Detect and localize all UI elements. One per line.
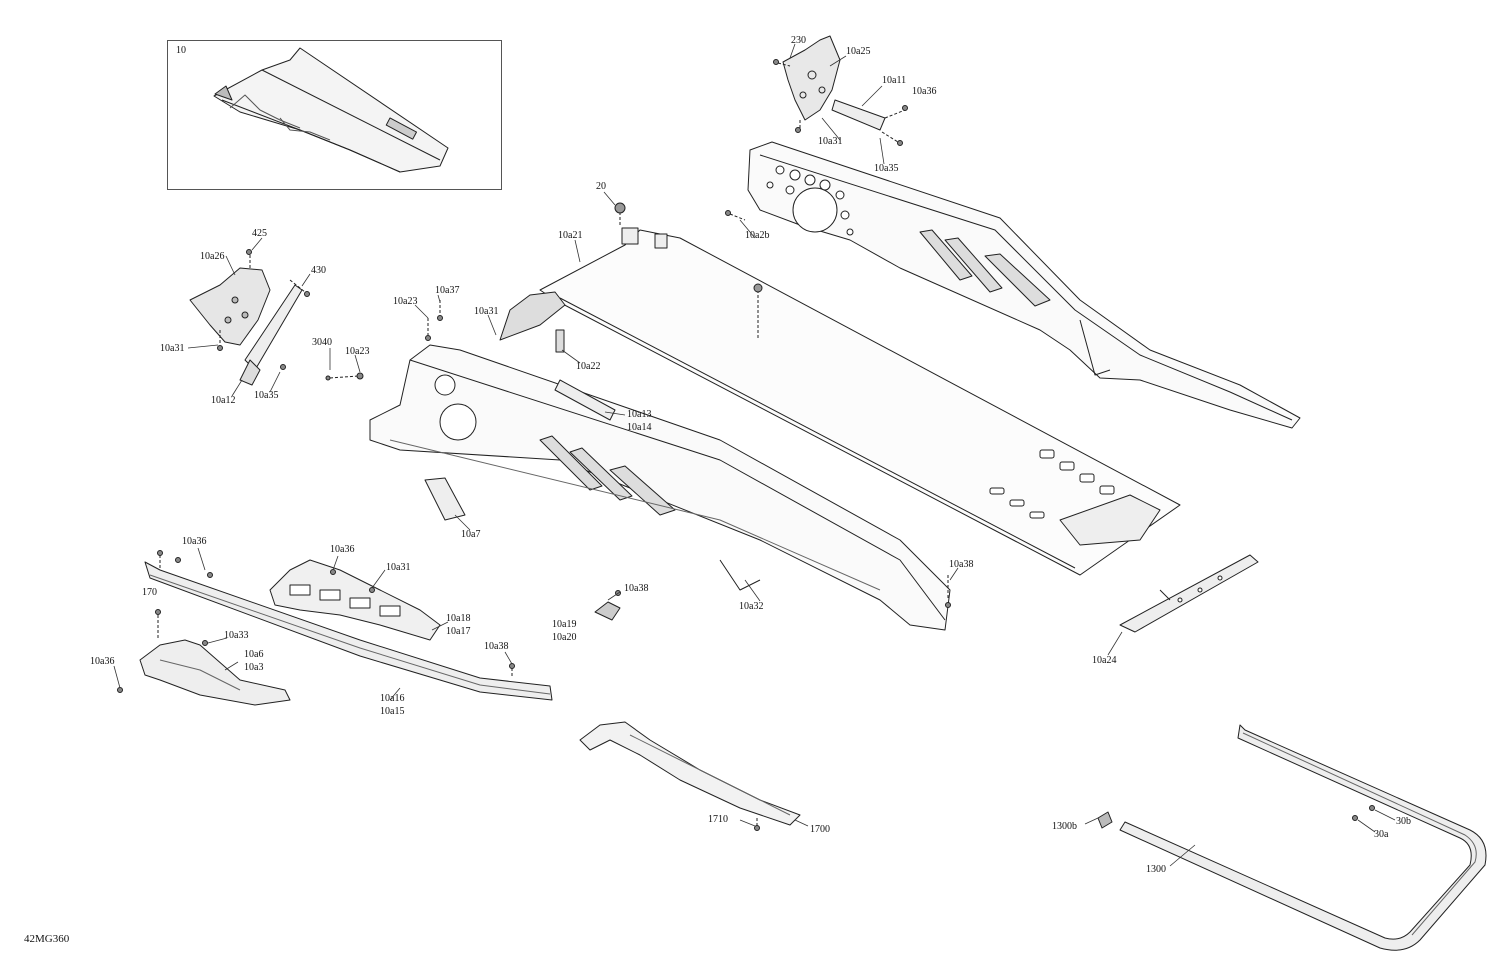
callout-10a32: 10a32 bbox=[739, 601, 764, 612]
top-right-bracket-assembly bbox=[773, 35, 908, 146]
right-side-panel bbox=[725, 141, 1301, 429]
small-bracket bbox=[594, 590, 621, 621]
callout-10a37: 10a37 bbox=[435, 285, 460, 296]
callout-10a19: 10a19 bbox=[552, 619, 577, 630]
callout-10a2b: 10a2b bbox=[745, 230, 770, 241]
diagram-reference-id: 42MG360 bbox=[24, 933, 70, 945]
callout-10a13: 10a13 bbox=[627, 409, 652, 420]
callout-10a35-left: 10a35 bbox=[254, 390, 279, 401]
callout-10a26: 10a26 bbox=[200, 251, 225, 262]
callout-10a24: 10a24 bbox=[1092, 655, 1117, 666]
callout-10a36-top: 10a36 bbox=[912, 86, 937, 97]
callout-10a11: 10a11 bbox=[882, 75, 907, 86]
callout-1300: 1300 bbox=[1146, 864, 1166, 875]
callout-10a36-low: 10a36 bbox=[182, 536, 207, 547]
callout-10a16-10a15: 10a16 10a15 bbox=[380, 692, 404, 718]
callout-20: 20 bbox=[596, 181, 606, 192]
callout-10a23-b: 10a23 bbox=[345, 346, 370, 357]
callout-10a17: 10a17 bbox=[446, 626, 471, 637]
callout-10a12: 10a12 bbox=[211, 395, 236, 406]
callout-1710: 1710 bbox=[708, 814, 728, 825]
left-rear-bracket bbox=[189, 249, 310, 386]
callout-10a16: 10a16 bbox=[380, 693, 405, 704]
callout-1300b: 1300b bbox=[1052, 821, 1077, 832]
leader-lines bbox=[113, 43, 1396, 867]
callout-10a7: 10a7 bbox=[461, 529, 481, 540]
callout-10a14: 10a14 bbox=[627, 422, 652, 433]
inset-tunnel-illustration bbox=[213, 47, 449, 173]
callout-10a36-far: 10a36 bbox=[90, 656, 115, 667]
callout-10a6: 10a6 bbox=[244, 649, 264, 660]
callout-10a15: 10a15 bbox=[380, 706, 405, 717]
inset-label: 10 bbox=[176, 45, 186, 56]
callout-10a25: 10a25 bbox=[846, 46, 871, 57]
callout-10a6-10a3: 10a6 10a3 bbox=[244, 648, 263, 674]
lower-front-bracket bbox=[117, 609, 291, 706]
callout-430: 430 bbox=[311, 265, 326, 276]
callout-425: 425 bbox=[252, 228, 267, 239]
callout-10a38-c: 10a38 bbox=[949, 559, 974, 570]
callout-10a38-a: 10a38 bbox=[484, 641, 509, 652]
callout-230: 230 bbox=[791, 35, 806, 46]
running-board bbox=[579, 721, 801, 831]
callout-30b: 30b bbox=[1396, 816, 1411, 827]
left-side-panel bbox=[369, 344, 951, 631]
callout-10a18: 10a18 bbox=[446, 613, 471, 624]
callout-30a: 30a bbox=[1374, 829, 1389, 840]
callout-10a3: 10a3 bbox=[244, 662, 264, 673]
callout-10a20: 10a20 bbox=[552, 632, 577, 643]
callout-10a31-low: 10a31 bbox=[386, 562, 411, 573]
callout-170: 170 bbox=[142, 587, 157, 598]
rear-bumper-loop bbox=[1097, 724, 1487, 951]
callout-10a18-10a17: 10a18 10a17 bbox=[446, 612, 470, 638]
callout-10a22: 10a22 bbox=[576, 361, 601, 372]
callout-10a19-10a20: 10a19 10a20 bbox=[552, 618, 576, 644]
front-bumper-strip bbox=[144, 550, 553, 701]
callout-3040: 3040 bbox=[312, 337, 332, 348]
center-fasteners bbox=[325, 300, 565, 381]
right-front-rail bbox=[1119, 554, 1259, 633]
callout-10a36-mid: 10a36 bbox=[330, 544, 355, 555]
callout-10a35-top: 10a35 bbox=[874, 163, 899, 174]
callout-10a21: 10a21 bbox=[558, 230, 583, 241]
callout-10a13-10a14: 10a13 10a14 bbox=[627, 408, 651, 434]
callout-10a31-mid: 10a31 bbox=[474, 306, 499, 317]
callout-1700: 1700 bbox=[810, 824, 830, 835]
callout-10a38-b: 10a38 bbox=[624, 583, 649, 594]
callout-10a31-top: 10a31 bbox=[818, 136, 843, 147]
callout-10a31-left: 10a31 bbox=[160, 343, 185, 354]
top-deck-plate bbox=[499, 202, 1181, 576]
cross-member-bracket bbox=[269, 559, 441, 641]
inset-frame bbox=[167, 40, 502, 190]
callout-10a23-a: 10a23 bbox=[393, 296, 418, 307]
callout-10a33: 10a33 bbox=[224, 630, 249, 641]
